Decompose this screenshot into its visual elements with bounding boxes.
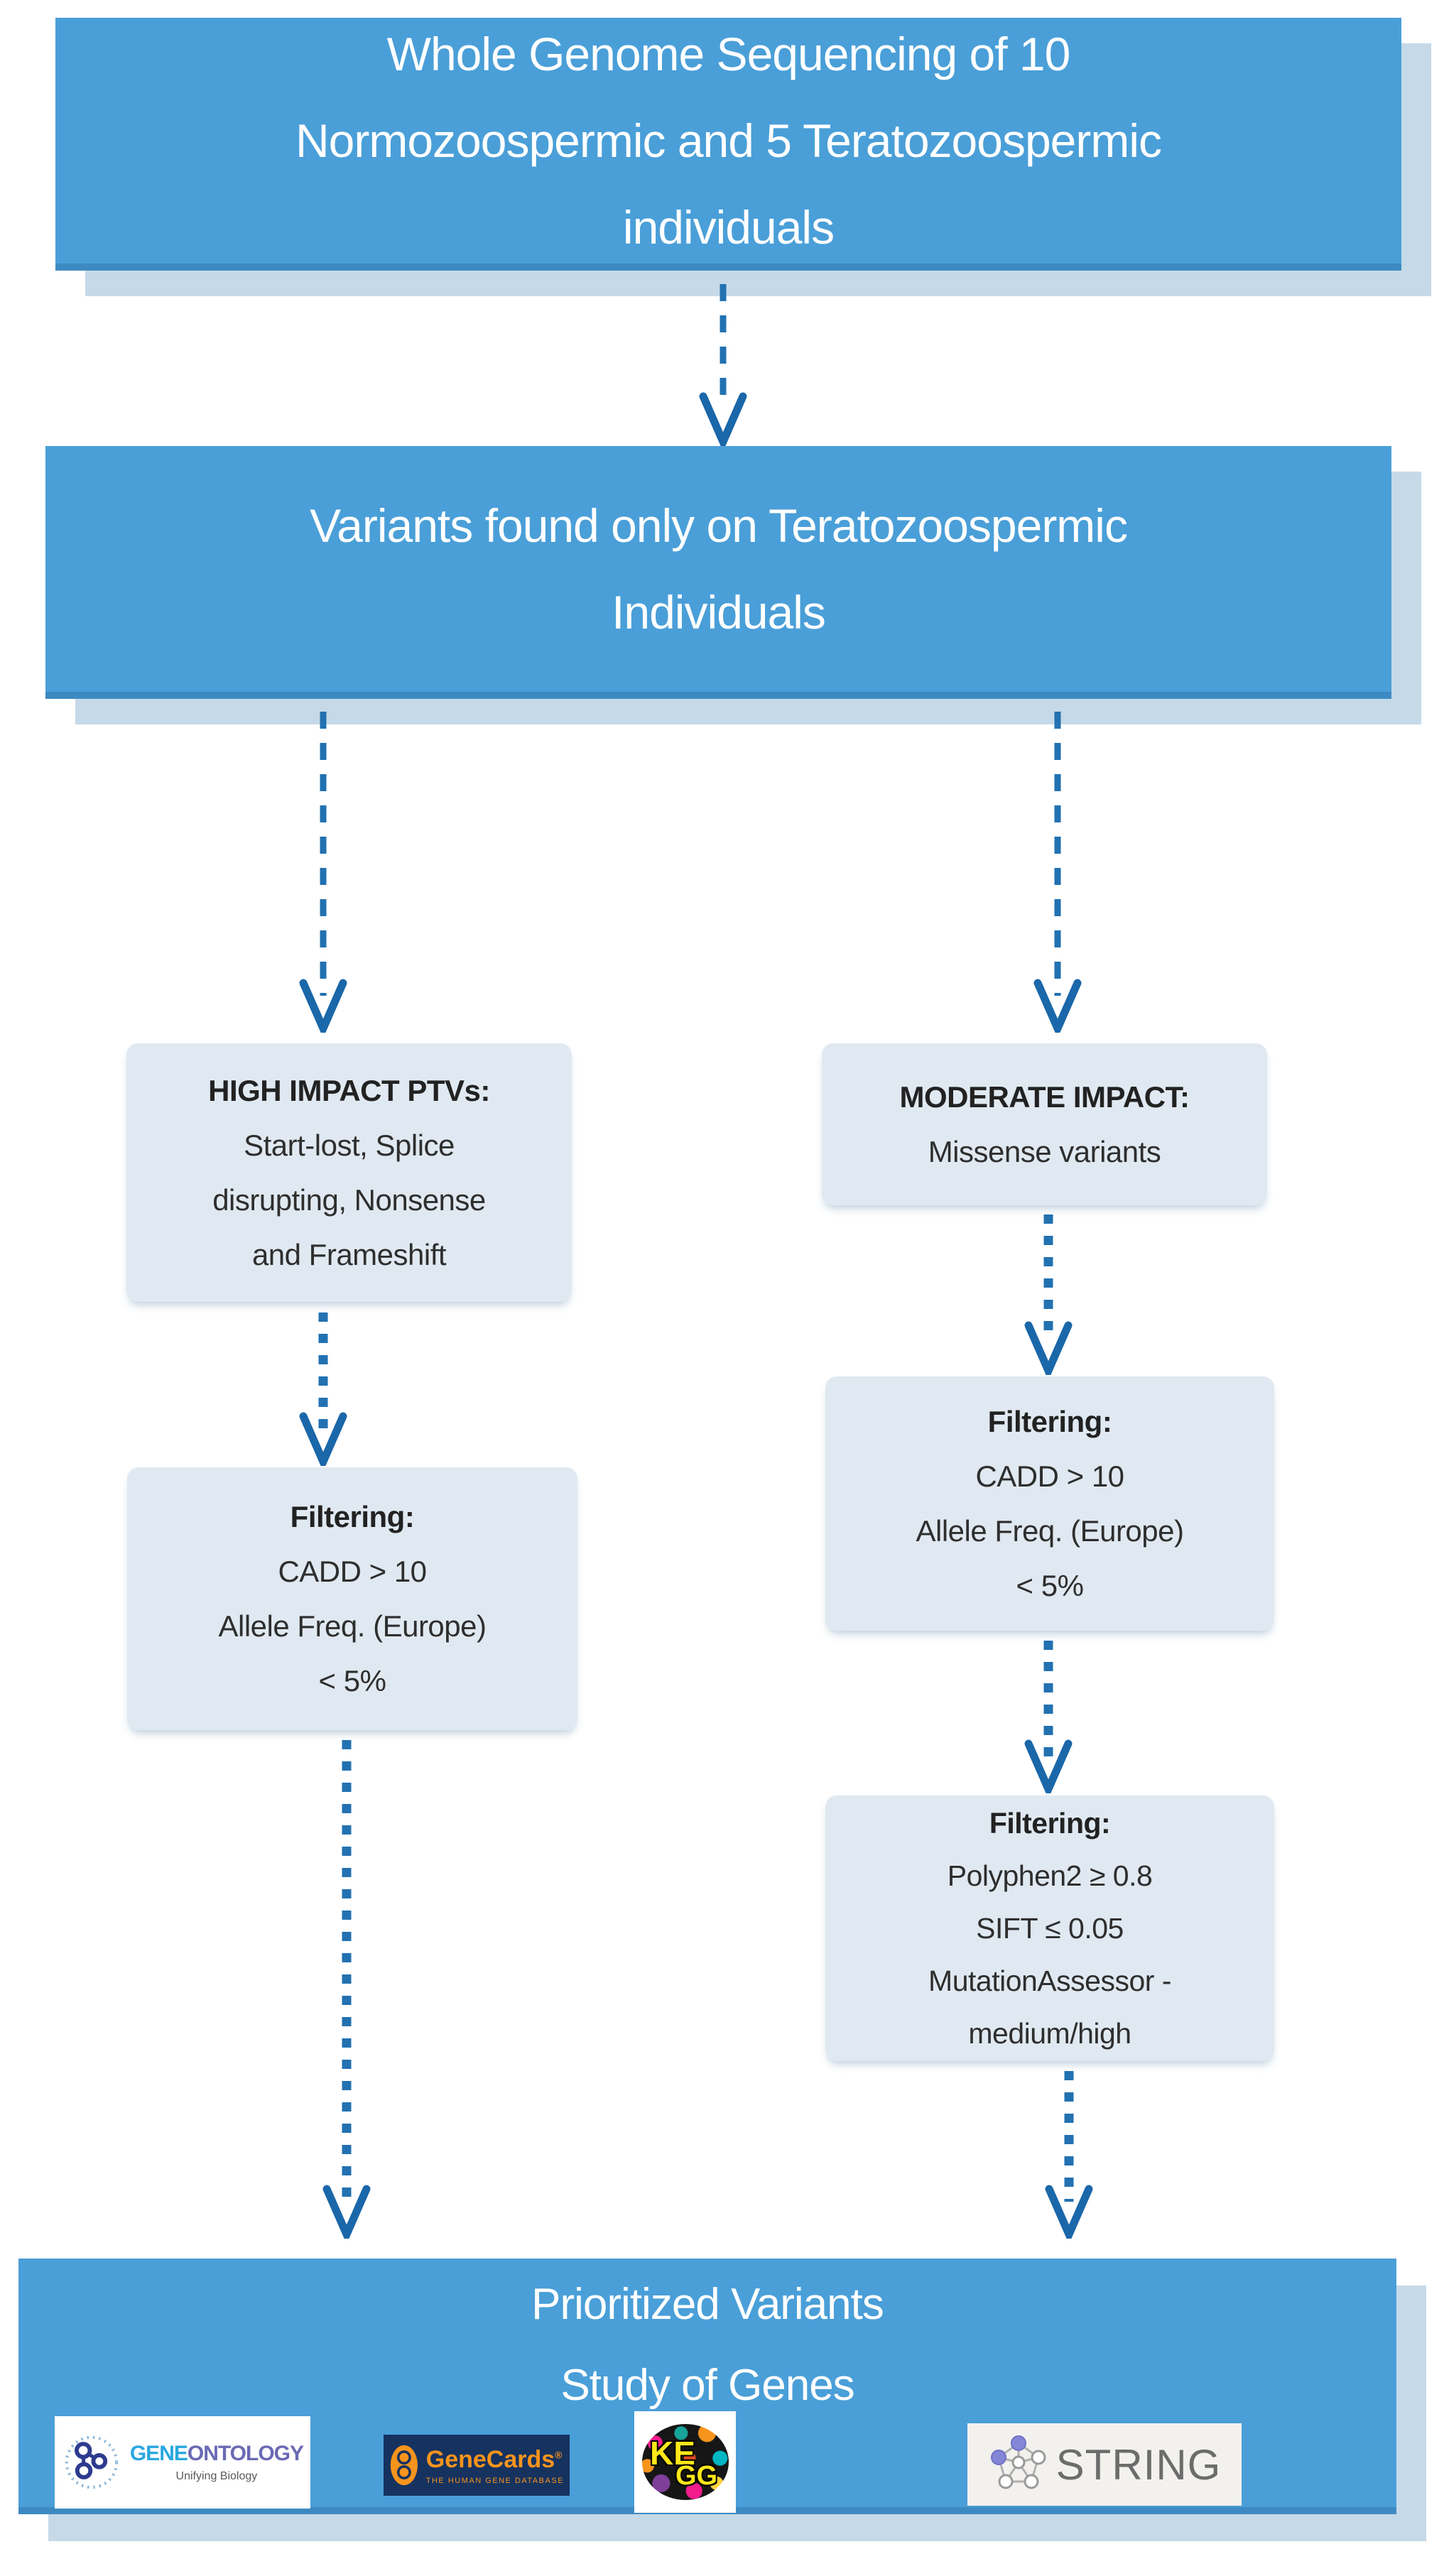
kegg-letters-bottom: GG <box>675 2461 718 2491</box>
go-name: GENEONTOLOGY <box>129 2442 304 2466</box>
high-impact-line: Start-lost, Splice <box>244 1129 455 1162</box>
filtering-line: medium/high <box>968 2017 1131 2050</box>
box-whole-genome-sequencing: Whole Genome Sequencing of 10 Normozoosp… <box>55 18 1401 271</box>
filtering-line: MutationAssessor - <box>928 1964 1171 1997</box>
box-variants-teratozoospermic: Variants found only on Teratozoospermic … <box>45 446 1391 699</box>
filtering-line: < 5% <box>318 1664 386 1697</box>
genecards-text-block: GeneCards® THE HUMAN GENE DATABASE <box>426 2446 564 2485</box>
kegg-letters-top: KE <box>650 2435 695 2472</box>
filtering-title: Filtering: <box>290 1500 415 1533</box>
filtering-line: Polyphen2 ≥ 0.8 <box>947 1859 1153 1892</box>
box-moderate-impact: MODERATE IMPACT: Missense variants <box>822 1043 1267 1205</box>
box1-line: Normozoospermic and 5 Teratozoospermic <box>295 114 1162 167</box>
down-arrow-icon <box>1024 1214 1073 1375</box>
down-arrow-icon <box>299 1313 347 1466</box>
go-tagline: Unifying Biology <box>175 2470 258 2482</box>
filtering-title: Filtering: <box>989 1807 1111 1839</box>
filtering-line: CADD > 10 <box>278 1555 427 1588</box>
high-impact-line: disrupting, Nonsense <box>212 1183 486 1217</box>
box2-line: Variants found only on Teratozoospermic <box>310 499 1128 552</box>
box2-line: Individuals <box>612 586 826 638</box>
box-filtering-left: Filtering: CADD > 10 Allele Freq. (Europ… <box>127 1467 577 1730</box>
down-arrow-icon <box>699 284 747 446</box>
final-box-line1: Prioritized Variants <box>531 2280 884 2329</box>
down-arrow-icon <box>299 712 347 1033</box>
kegg-globe-icon <box>642 2424 729 2500</box>
logo-genecards: GeneCards® THE HUMAN GENE DATABASE <box>384 2435 570 2496</box>
final-box-line2: Study of Genes <box>560 2361 854 2410</box>
box-filtering-right-1: Filtering: CADD > 10 Allele Freq. (Europ… <box>825 1376 1274 1631</box>
filtering-line: < 5% <box>1016 1569 1084 1602</box>
logo-kegg: KE GG <box>634 2411 736 2513</box>
box-filtering-right-2: Filtering: Polyphen2 ≥ 0.8 SIFT ≤ 0.05 M… <box>825 1795 1274 2061</box>
down-arrow-icon <box>1045 2071 1093 2239</box>
registered-mark: ® <box>555 2449 563 2461</box>
go-name-ontology: ONTOLOGY <box>187 2442 304 2465</box>
moderate-impact-line: Missense variants <box>928 1135 1161 1168</box>
go-name-gene: GENE <box>129 2442 188 2465</box>
down-arrow-icon <box>322 1740 371 2239</box>
filtering-line: Allele Freq. (Europe) <box>218 1609 487 1643</box>
filtering-line: Allele Freq. (Europe) <box>916 1514 1185 1548</box>
genecards-tagline: THE HUMAN GENE DATABASE <box>425 2476 564 2485</box>
go-text-block: GENEONTOLOGY Unifying Biology <box>129 2442 304 2483</box>
box1-line: Whole Genome Sequencing of 10 <box>386 28 1071 80</box>
filtering-line: SIFT ≤ 0.05 <box>976 1912 1124 1945</box>
high-impact-line: and Frameshift <box>251 1238 447 1271</box>
string-network-icon <box>990 2435 1046 2489</box>
moderate-impact-title: MODERATE IMPACT: <box>899 1080 1190 1114</box>
genecards-wordmark: GeneCards <box>425 2445 555 2473</box>
down-arrow-icon <box>1024 1641 1073 1793</box>
box-high-impact-ptvs: HIGH IMPACT PTVs: Start-lost, Splice dis… <box>126 1043 572 1302</box>
go-network-icon <box>65 2435 119 2489</box>
logo-geneontology: GENEONTOLOGY Unifying Biology <box>55 2416 310 2509</box>
down-arrow-icon <box>1033 712 1082 1033</box>
dna-oval-icon <box>390 2445 418 2486</box>
filtering-line: CADD > 10 <box>975 1460 1124 1493</box>
box1-line: individuals <box>622 201 835 254</box>
genecards-name: GeneCards® <box>426 2446 564 2474</box>
filtering-title: Filtering: <box>987 1405 1112 1438</box>
logo-string: STRING <box>967 2423 1242 2506</box>
high-impact-title: HIGH IMPACT PTVs: <box>208 1074 490 1107</box>
string-name: STRING <box>1055 2440 1222 2489</box>
